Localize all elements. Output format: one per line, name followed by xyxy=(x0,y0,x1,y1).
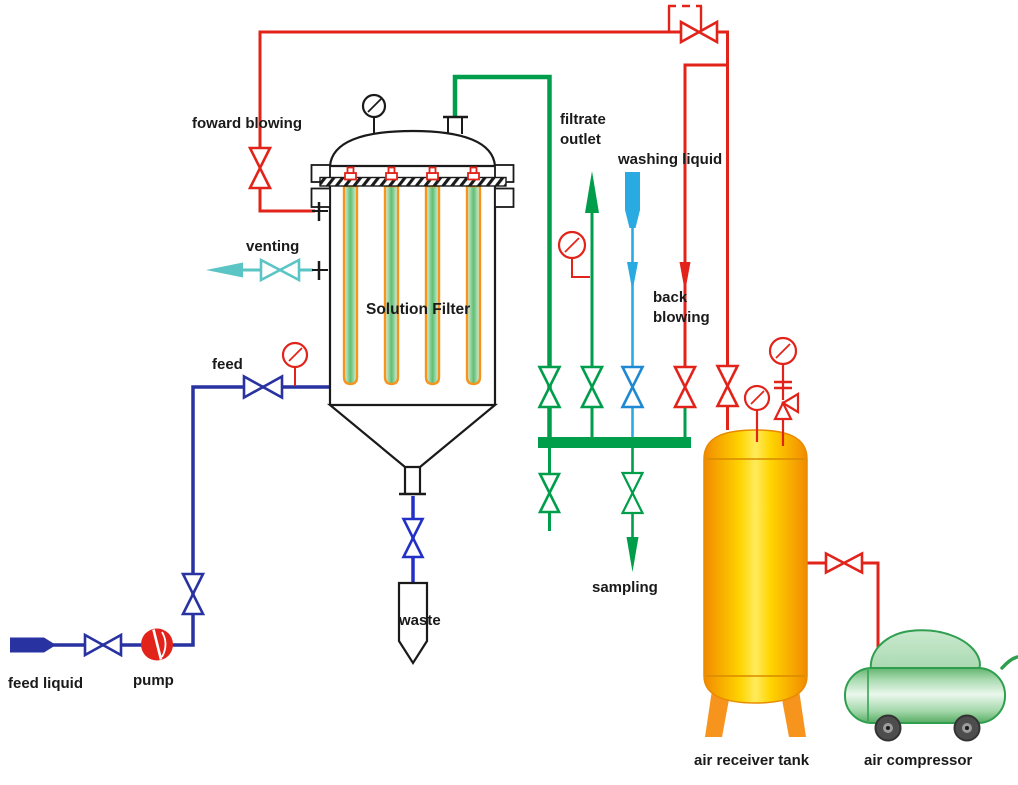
manifold-bar xyxy=(538,437,691,448)
feed-riser-valve xyxy=(180,572,206,616)
manifold-valve-filtrate-main xyxy=(537,365,562,409)
label-feed-liquid: feed liquid xyxy=(8,675,83,692)
sampling-arrow xyxy=(626,537,639,572)
tank-top-valve xyxy=(715,364,740,408)
compressor-wheel-right xyxy=(953,714,981,742)
tank-outlet-valve xyxy=(824,551,864,575)
vessel-dome xyxy=(328,129,497,168)
sampling-valve xyxy=(620,471,645,515)
label-filtrate-outlet-1: filtrate xyxy=(560,111,606,128)
label-venting: venting xyxy=(246,238,299,255)
drain-valve-left xyxy=(537,472,562,514)
compressor-handle xyxy=(1000,655,1018,670)
venting-valve xyxy=(259,257,301,283)
tank-leg-right xyxy=(781,690,806,737)
label-feed: feed xyxy=(212,356,243,373)
vessel-cone xyxy=(326,403,499,469)
label-solution-filter: Solution Filter xyxy=(366,301,470,318)
manifold-valve-back-blowing xyxy=(672,365,698,409)
feed-liquid-inlet-arrow xyxy=(10,637,56,653)
side-nozzle-venting xyxy=(312,261,328,280)
air-receiver-tank xyxy=(703,429,808,737)
label-air-compressor: air compressor xyxy=(864,752,973,769)
tank-to-compressor-pipe xyxy=(807,561,880,655)
feed-inlet-valve xyxy=(83,632,123,658)
candle-filter xyxy=(383,184,400,386)
label-back-blowing-1: back xyxy=(653,289,688,306)
washing-liquid-funnel xyxy=(625,172,640,228)
tank-safety-valve xyxy=(773,392,800,421)
washing-liquid-arrow xyxy=(627,262,638,291)
air-compressor xyxy=(844,629,1018,742)
top-pressure-gauge xyxy=(361,93,387,133)
back-blowing-arrow xyxy=(679,262,691,292)
vessel-top-nozzle xyxy=(443,115,468,134)
candle-filter xyxy=(465,184,482,386)
manifold-valve-washing xyxy=(620,365,645,409)
filtrate-outlet-arrow xyxy=(585,171,599,213)
feed-pipe xyxy=(10,385,330,653)
label-filtrate-outlet-2: outlet xyxy=(560,131,601,148)
compressor-wheel-left xyxy=(874,714,902,742)
top-bypass-valve xyxy=(679,19,719,45)
feed-valve xyxy=(242,374,284,400)
back-blowing-pipe xyxy=(679,262,691,440)
gauge-needle xyxy=(367,98,382,113)
waste-valve xyxy=(401,517,425,559)
venting-arrow xyxy=(206,262,243,278)
label-waste: waste xyxy=(398,612,441,629)
filtrate-pressure-gauge xyxy=(557,230,590,278)
label-back-blowing-2: blowing xyxy=(653,309,710,326)
label-forward-blowing: foward blowing xyxy=(192,115,302,132)
tank-pressure-gauge-top xyxy=(768,336,798,366)
candle-bolts xyxy=(344,166,480,181)
bypass-dashed-box xyxy=(667,4,703,32)
feed-pressure-gauge xyxy=(281,341,309,386)
tank-pressure-gauge-small xyxy=(743,384,771,412)
candle-filter xyxy=(424,184,441,386)
candle-filter xyxy=(342,184,359,386)
label-pump: pump xyxy=(133,672,174,689)
tank-body xyxy=(703,429,808,704)
label-sampling: sampling xyxy=(592,579,658,596)
label-air-receiver-tank: air receiver tank xyxy=(694,752,810,769)
vessel-flange-gasket xyxy=(319,176,507,187)
filtrate-pipe xyxy=(452,74,639,572)
forward-blowing-valve xyxy=(247,146,273,190)
vessel-bottom-neck xyxy=(399,467,426,496)
manifold-valve-filtrate-outlet xyxy=(579,365,605,409)
waste-container xyxy=(397,581,429,666)
forward-blowing-pipe xyxy=(258,4,729,430)
tank-instrument-stems xyxy=(755,364,800,446)
compressor-tank xyxy=(844,667,1006,724)
solution-filter-vessel xyxy=(310,93,515,496)
tank-leg-left xyxy=(705,690,730,737)
side-nozzle-forward-blowing xyxy=(312,202,328,221)
candle-filters xyxy=(342,184,482,386)
feed-pump xyxy=(141,628,173,661)
label-washing-liquid: washing liquid xyxy=(617,151,722,168)
